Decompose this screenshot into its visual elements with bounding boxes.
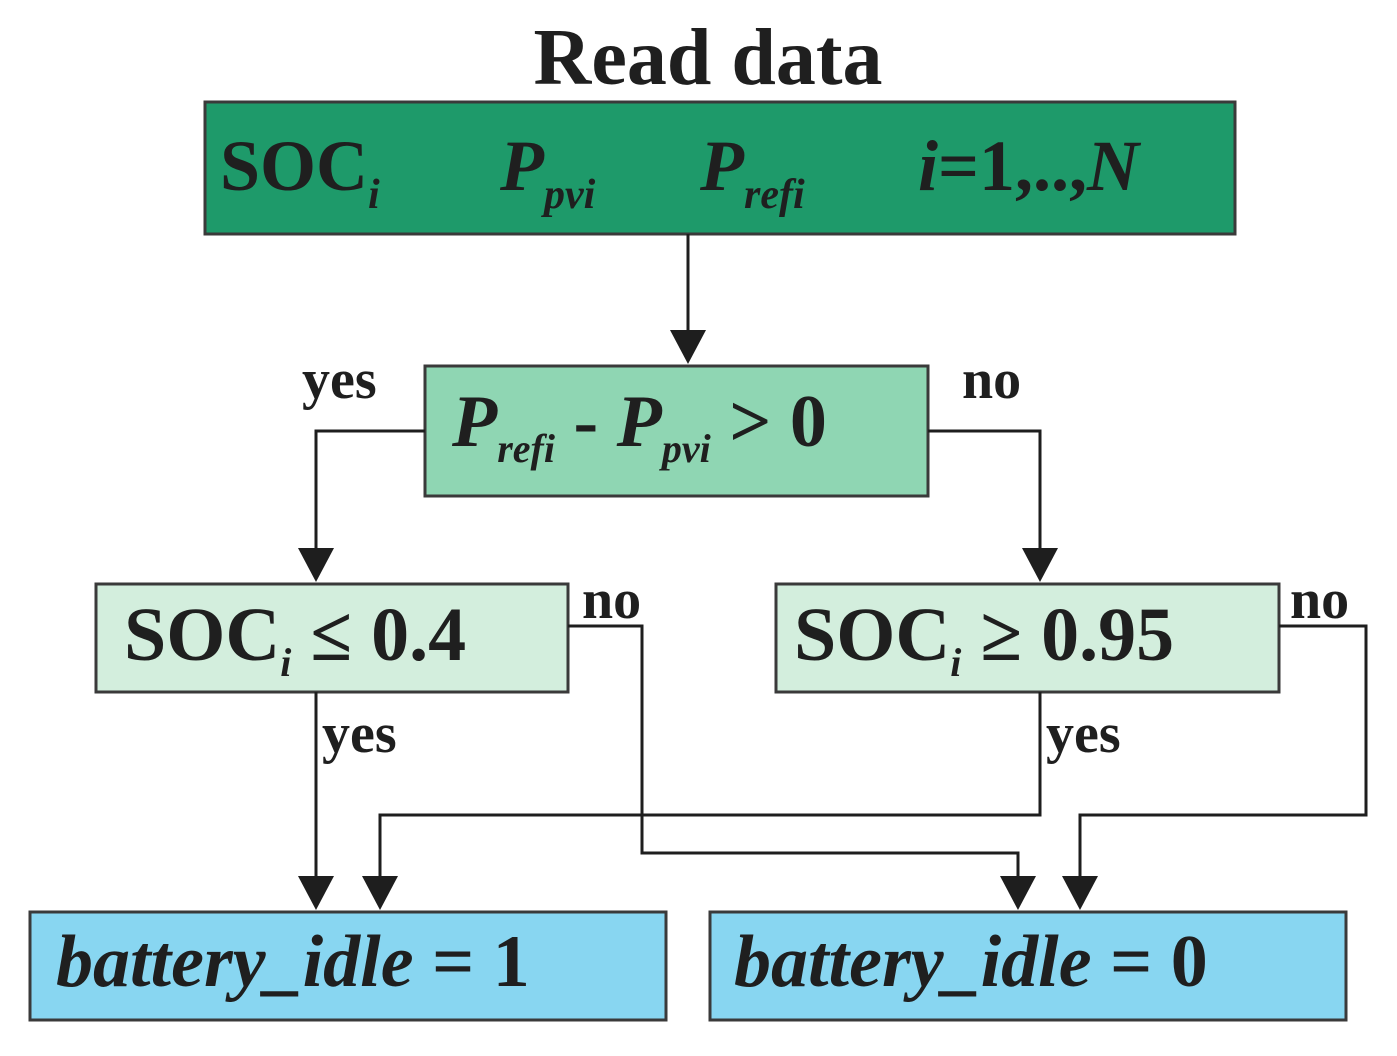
- input-vars-label: SOCi: [220, 126, 380, 218]
- soc-low-subscript: i: [280, 640, 291, 685]
- soc-high-yes-label: yes: [1046, 703, 1121, 765]
- arrow-no-to-right-check: [928, 429, 1042, 554]
- battery-idle-0-var: battery_idle: [734, 921, 1092, 1003]
- battery-idle-1-var: battery_idle: [56, 921, 414, 1003]
- battery-idle-1-label: battery_idle = 1: [56, 921, 530, 1003]
- ppv-var-label: Ppvi: [499, 126, 596, 218]
- battery-idle-1-value: = 1: [414, 921, 530, 1003]
- soc-low-yes-label: yes: [322, 703, 397, 765]
- soc-low-rhs: ≤ 0.4: [291, 593, 466, 677]
- soc-high-condition: SOCi ≥ 0.95: [794, 593, 1174, 685]
- pref-term-subscript: refi: [497, 426, 555, 471]
- soc-low-var: SOC: [124, 593, 280, 677]
- pref-subscript: refi: [744, 172, 805, 218]
- index-n: N: [1086, 126, 1142, 206]
- soc-low-condition: SOCi ≤ 0.4: [124, 593, 466, 685]
- arrowhead-idle1-a: [298, 876, 334, 910]
- ppv-term: P: [616, 381, 663, 463]
- arrowhead-right-check: [1022, 548, 1058, 582]
- decision-condition: Prefi - Ppvi > 0: [451, 381, 827, 471]
- decision-rhs: > 0: [711, 381, 827, 463]
- index-range: =1,..,: [938, 126, 1087, 206]
- soc-var: SOC: [220, 126, 368, 206]
- arrow-high-no-to-idle0: [1078, 624, 1368, 882]
- arrowhead-idle1-b: [362, 876, 398, 910]
- arrowhead-idle0-a: [1000, 876, 1036, 910]
- battery-idle-0-value: = 0: [1092, 921, 1208, 1003]
- soc-high-check-box: [774, 582, 1281, 694]
- arrow-high-yes-to-idle1: [378, 692, 1042, 882]
- pref-var-label: Prefi: [699, 126, 805, 218]
- decision-no-label: no: [962, 349, 1021, 411]
- soc-low-check-box: [94, 582, 570, 694]
- soc-subscript: i: [368, 172, 380, 218]
- soc-high-subscript: i: [950, 640, 961, 685]
- battery-idle-0-box: [708, 910, 1348, 1022]
- arrowhead-idle0-b: [1062, 876, 1098, 910]
- pref-var: P: [699, 126, 745, 206]
- arrow-yes-to-left-check: [314, 429, 425, 554]
- decision-box: [423, 364, 930, 498]
- arrowhead-left-check: [298, 548, 334, 582]
- index-range-label: i=1,..,N: [918, 126, 1142, 206]
- arrow-low-no-to-idle0: [568, 624, 1020, 882]
- pref-term: P: [451, 381, 498, 463]
- soc-low-no-label: no: [582, 569, 641, 631]
- ppv-subscript: pvi: [541, 172, 596, 218]
- soc-high-no-label: no: [1290, 569, 1349, 631]
- ppv-term-subscript: pvi: [659, 426, 711, 471]
- input-data-box: [203, 100, 1237, 236]
- battery-idle-1-box: [28, 910, 668, 1022]
- index-i: i: [918, 126, 938, 206]
- battery-idle-0-label: battery_idle = 0: [734, 921, 1208, 1003]
- soc-high-rhs: ≥ 0.95: [961, 593, 1174, 677]
- ppv-var: P: [499, 126, 545, 206]
- decision-yes-label: yes: [302, 349, 377, 411]
- soc-high-var: SOC: [794, 593, 950, 677]
- minus-sign: -: [555, 381, 617, 463]
- diagram-title: Read data: [534, 14, 883, 102]
- arrowhead-decision: [670, 330, 706, 364]
